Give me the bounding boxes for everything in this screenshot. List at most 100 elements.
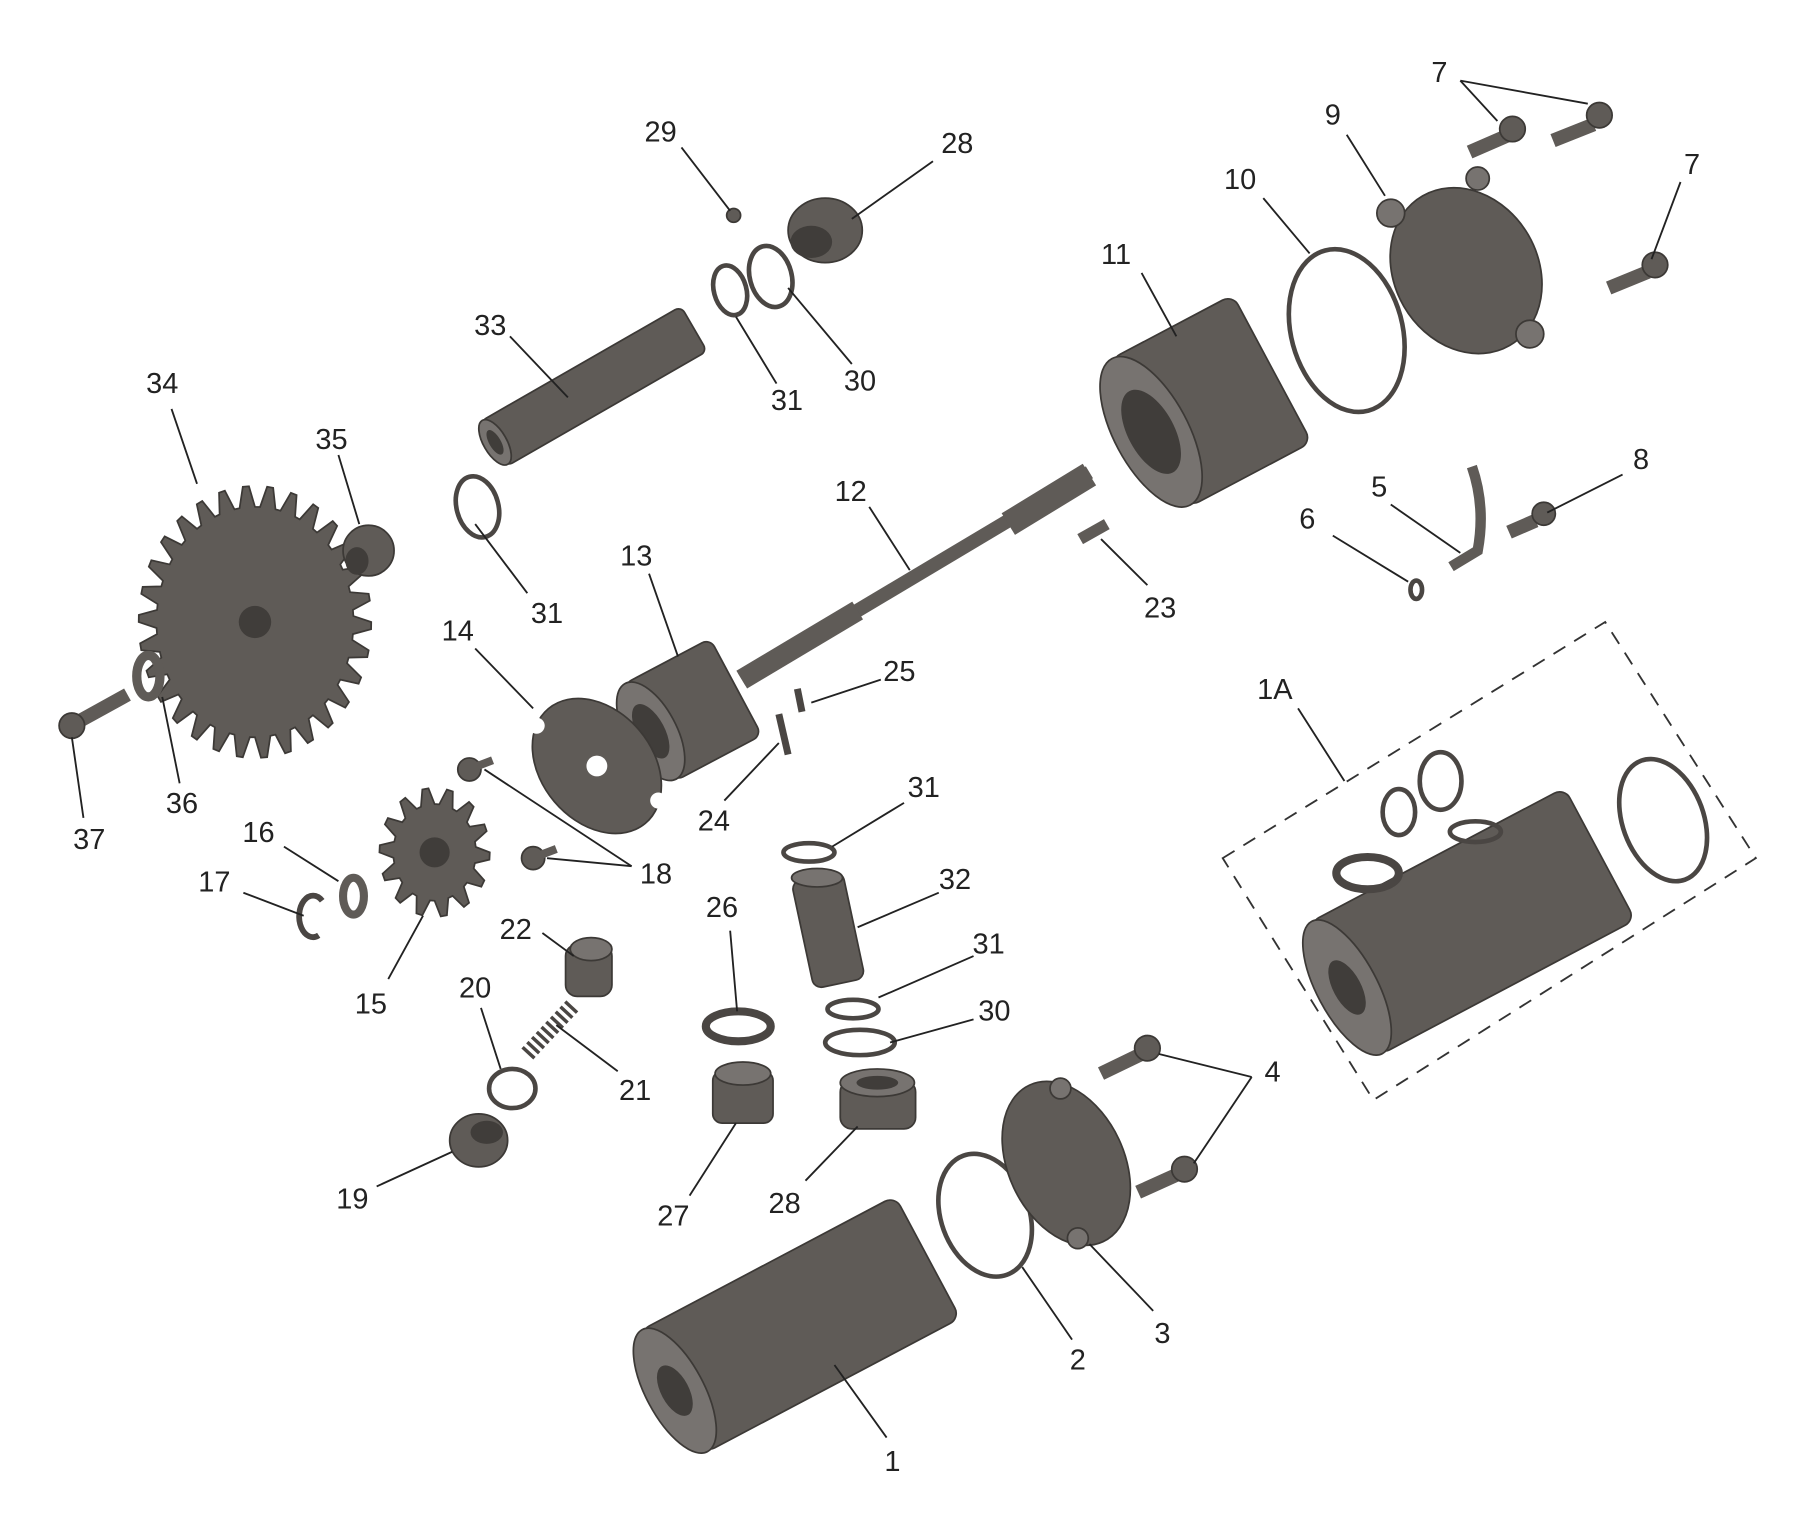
callout-3: 3 (1154, 1318, 1170, 1350)
leader-line (1021, 1266, 1073, 1341)
callout-16: 16 (242, 817, 274, 849)
callout-7: 7 (1431, 57, 1447, 89)
kit-1a-boundary (1221, 620, 1758, 1102)
part-6-washer (1408, 578, 1425, 602)
part-33-strainer (477, 308, 706, 466)
part-7-bolt-lower (1606, 251, 1669, 295)
leader-lines (70, 79, 1682, 1439)
part-12-shaft (736, 463, 1097, 689)
part-14-plate (528, 697, 667, 835)
callout-27: 27 (657, 1201, 689, 1233)
leader-line (474, 523, 529, 594)
leader-line (1390, 503, 1461, 554)
leader-line (1546, 473, 1623, 514)
callout-28: 28 (769, 1188, 801, 1220)
part-1-filter-housing (632, 1199, 958, 1455)
leader-line (555, 1024, 619, 1072)
part-24-pin (775, 713, 792, 756)
leader-line (868, 506, 911, 571)
part-29-plug (725, 207, 742, 224)
leader-line (546, 857, 632, 868)
part-4-bolt-upper (1097, 1034, 1162, 1080)
part-16-washer (339, 873, 368, 919)
leader-line (474, 647, 534, 710)
part-1a-o-ring-large (1616, 756, 1710, 884)
leader-line (857, 891, 940, 929)
part-18-screw-lower (520, 845, 558, 871)
callout-25: 25 (883, 656, 915, 688)
leader-line (480, 1007, 502, 1070)
part-1a-o-ring-upper (1417, 749, 1464, 813)
callout-29: 29 (645, 117, 677, 149)
part-27-plug (711, 1061, 774, 1124)
leader-line (161, 696, 181, 784)
part-30-o-ring-top (746, 243, 795, 310)
callout-28: 28 (941, 128, 973, 160)
part-28-plug-middle (839, 1068, 917, 1130)
callout-32: 32 (939, 864, 971, 896)
callout-35: 35 (315, 424, 347, 456)
leader-line (387, 915, 424, 980)
part-32-strainer (790, 867, 865, 989)
callout-20: 20 (459, 973, 491, 1005)
part-8-bolt (1506, 501, 1557, 539)
callout-22: 22 (500, 914, 532, 946)
leader-line (878, 955, 974, 999)
part-10-o-ring (1286, 246, 1407, 415)
part-7-bolt-right (1550, 101, 1614, 147)
callout-26: 26 (706, 892, 738, 924)
leader-line (1459, 80, 1499, 122)
leader-line (1460, 79, 1588, 105)
part-23-pin (1077, 519, 1110, 545)
callout-30: 30 (978, 996, 1010, 1028)
leader-line (723, 742, 780, 802)
leader-line (688, 1122, 737, 1197)
callout-11: 11 (1101, 239, 1131, 271)
callout-7: 7 (1684, 149, 1700, 181)
callout-13: 13 (620, 541, 652, 573)
part-35-bush (342, 524, 395, 577)
part-19-plug (448, 1113, 509, 1168)
callout-30: 30 (844, 366, 876, 398)
callout-10: 10 (1224, 164, 1256, 196)
part-28-plug-top (787, 197, 864, 264)
leader-line (1088, 1243, 1154, 1312)
gear-15-hub (419, 837, 450, 868)
part-22-piston (564, 936, 613, 998)
leader-line (1297, 707, 1346, 782)
part-4-bolt-lower (1135, 1155, 1199, 1199)
callout-31: 31 (972, 929, 1004, 961)
part-11-rotor-housing (1099, 297, 1309, 508)
part-1a-filter-housing (1301, 790, 1632, 1056)
leader-line (70, 737, 85, 818)
part-26-washer (701, 1007, 775, 1046)
gear-34-hub (238, 605, 272, 639)
leader-line (787, 287, 853, 365)
callout-2: 2 (1070, 1345, 1086, 1377)
part-36-washer (132, 650, 165, 702)
part-31-o-ring-middle-top (781, 840, 837, 864)
part-31-o-ring-strainer (453, 474, 502, 540)
part-31-o-ring-middle-bottom (825, 997, 881, 1021)
leader-line (648, 573, 679, 657)
leader-line (1158, 1053, 1252, 1078)
callout-31: 31 (908, 772, 940, 804)
leader-line (483, 768, 633, 867)
callout-37: 37 (73, 824, 105, 856)
callout-1a: 1A (1257, 674, 1293, 706)
leader-line (851, 160, 934, 220)
callout-19: 19 (336, 1183, 368, 1215)
callout-6: 6 (1299, 504, 1315, 536)
part-5-oil-pipe (1448, 464, 1486, 572)
callout-24: 24 (698, 806, 730, 838)
part-18-screw-upper (456, 756, 495, 782)
leader-line (1650, 181, 1682, 260)
leader-line (729, 930, 739, 1012)
part-17-circlip (296, 892, 325, 940)
callout-12: 12 (835, 476, 867, 508)
leader-line (735, 316, 778, 385)
part-31-o-ring-top (710, 263, 750, 318)
